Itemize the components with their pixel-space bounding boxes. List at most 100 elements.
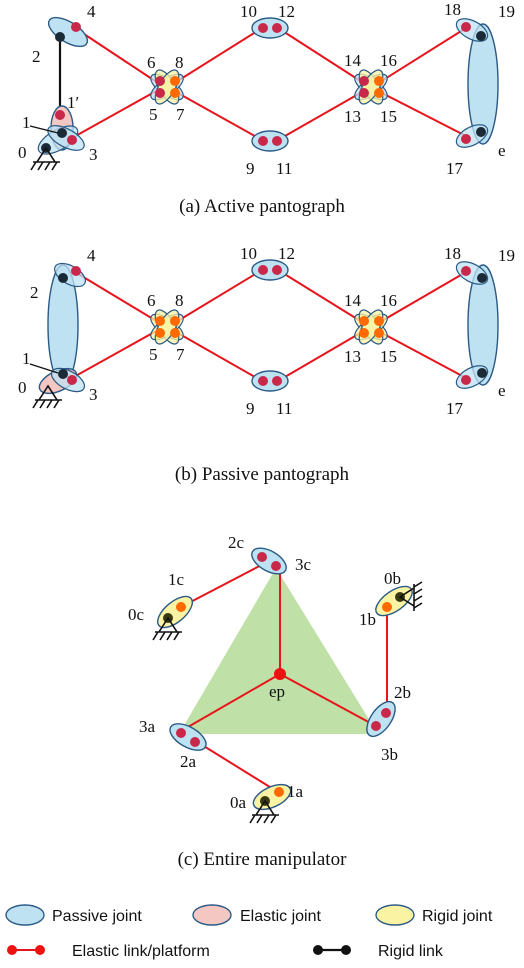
label-13: 13	[344, 107, 361, 126]
label-16: 16	[380, 51, 397, 70]
ground-symbol-b	[398, 581, 423, 611]
passive-joint-2-4	[47, 16, 89, 48]
legend-elastic-link-label: Elastic link/platform	[72, 943, 210, 960]
node-14	[359, 76, 369, 86]
link-ep-3a	[180, 673, 281, 732]
node-18	[461, 266, 471, 276]
label-3c: 3c	[295, 555, 312, 574]
node-16	[374, 316, 384, 326]
node-19	[477, 273, 487, 283]
label-12: 12	[278, 2, 295, 21]
label-2b: 2b	[394, 683, 411, 702]
node-13	[359, 328, 369, 338]
elastic-links-b	[71, 269, 467, 382]
label-15: 15	[380, 107, 397, 126]
caption-c: (c) Entire manipulator	[178, 849, 347, 870]
label-1: 1	[22, 349, 31, 368]
ground-symbol-a	[30, 146, 60, 171]
node-11	[272, 136, 282, 146]
node-ep	[274, 668, 286, 680]
link-3-5	[71, 89, 159, 139]
passive-joint-9-11	[251, 130, 289, 152]
quad-joint-13-16	[354, 309, 388, 345]
node-1	[58, 369, 68, 379]
label-16: 16	[380, 291, 397, 310]
node-18	[461, 22, 471, 32]
label-0: 0	[18, 143, 27, 162]
node-10	[258, 23, 268, 33]
label-3a: 3a	[139, 717, 156, 736]
label-12: 12	[278, 244, 295, 263]
label-14: 14	[344, 291, 362, 310]
node-1c	[176, 602, 186, 612]
labels-c: 2c 3c 1c 0c 0b 1b 2b 3b ep 3a 2a 1a 0a	[128, 533, 411, 812]
label-0b: 0b	[384, 569, 401, 588]
node-1a	[274, 787, 284, 797]
passive-joint-2c-3c	[251, 547, 287, 575]
label-13: 13	[344, 347, 361, 366]
elastic-links-a	[71, 27, 467, 141]
label-9: 9	[246, 399, 255, 418]
label-11: 11	[276, 399, 292, 418]
label-0c: 0c	[128, 605, 145, 624]
label-9: 9	[246, 159, 255, 178]
label-18: 18	[444, 244, 461, 263]
legend: Passive joint Elastic joint Rigid joint …	[5, 904, 493, 960]
node-3	[67, 375, 77, 385]
passive-joint-10-12	[251, 259, 289, 281]
node-e	[477, 368, 487, 378]
legend-elastic-joint-label: Elastic joint	[240, 908, 321, 925]
label-6: 6	[147, 53, 156, 72]
node-7	[170, 328, 180, 338]
link-7-9	[175, 91, 263, 141]
label-10: 10	[240, 244, 257, 263]
label-1a: 1a	[287, 782, 304, 801]
caption-b: (b) Passive pantograph	[175, 464, 350, 485]
node-15	[374, 328, 384, 338]
quad-joint-13-16	[354, 69, 388, 105]
label-1: 1	[22, 113, 31, 132]
legend-elastic-link-swatch	[7, 945, 45, 955]
node-1b	[382, 602, 392, 612]
platform	[179, 568, 378, 734]
label-0a: 0a	[230, 793, 247, 812]
node-17	[461, 375, 471, 385]
label-5: 5	[149, 105, 158, 124]
legend-passive-joint-label: Passive joint	[52, 908, 142, 925]
label-3b: 3b	[381, 745, 398, 764]
label-e: e	[498, 141, 506, 160]
label-1-prime: 1′	[67, 93, 79, 112]
link-12-14	[277, 27, 363, 83]
legend-elastic-joint-swatch	[192, 904, 232, 926]
label-5: 5	[149, 345, 158, 364]
link-8-10	[175, 27, 263, 83]
node-17	[461, 134, 471, 144]
label-ep: ep	[269, 682, 285, 701]
label-8: 8	[175, 291, 184, 310]
ground-symbol-b	[32, 384, 62, 409]
link-4-6	[74, 27, 159, 84]
label-7: 7	[176, 105, 185, 124]
node-8	[170, 316, 180, 326]
node-6	[155, 316, 165, 326]
node-11	[272, 376, 282, 386]
label-19: 19	[498, 2, 515, 21]
quad-joint-5-8	[150, 309, 184, 345]
label-8: 8	[175, 53, 184, 72]
panel-c: 2c 3c 1c 0c 0b 1b 2b 3b ep 3a 2a 1a 0a (…	[128, 533, 423, 870]
legend-rigid-link-swatch	[313, 945, 351, 955]
node-7	[170, 88, 180, 98]
link-4-6	[74, 271, 159, 323]
quad-joint-5-8	[150, 69, 184, 105]
link-12-14	[277, 269, 363, 323]
label-2: 2	[30, 283, 39, 302]
label-e: e	[498, 381, 506, 400]
ground-symbol-c	[152, 616, 182, 641]
legend-rigid-joint-swatch	[375, 904, 415, 926]
link-16-18	[379, 271, 467, 323]
node-2c	[257, 552, 267, 562]
link-11-13	[277, 91, 363, 141]
passive-joint-9-11	[251, 370, 289, 392]
passive-joint-10-12	[251, 17, 289, 39]
